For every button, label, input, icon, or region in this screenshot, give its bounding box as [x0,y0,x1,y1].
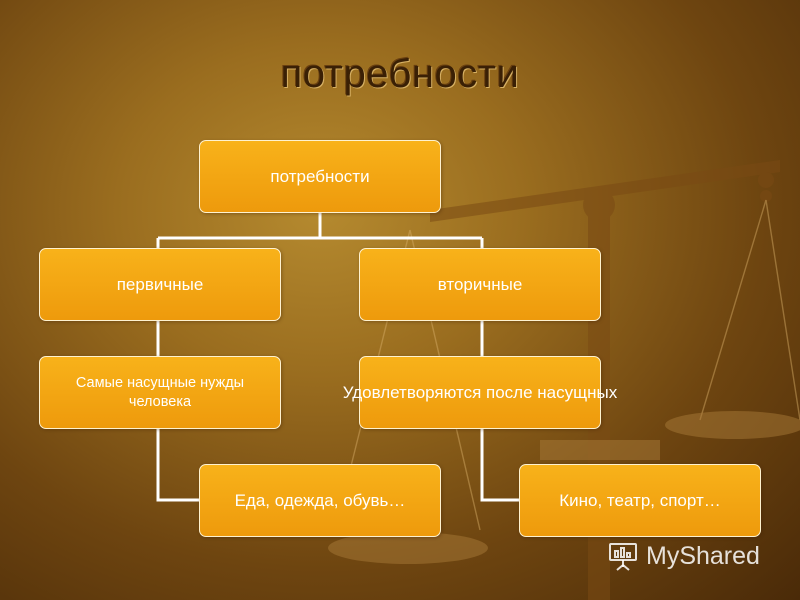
secondary-description-label: Удовлетворяются после насущных [342,383,618,402]
primary-description-label: Самые насущные нужды человека [75,374,245,410]
primary-description-node: Самые насущные нужды человека [39,356,281,429]
watermark-brand-text: MyShared [646,541,760,570]
root-node-label: потребности [270,166,370,186]
primary-node-label: первичные [116,274,204,294]
slide-title: потребности [280,52,520,96]
primary-examples-label: Еда, одежда, обувь… [234,490,406,510]
presentation-board-icon [609,543,637,571]
watermark-logo: MyShared [606,538,760,574]
primary-node: первичные [39,248,281,321]
secondary-examples-label: Кино, театр, спорт… [559,490,721,510]
secondary-node: вторичные [359,248,601,321]
primary-examples-node: Еда, одежда, обувь… [199,464,441,537]
secondary-description-node [359,356,601,429]
secondary-examples-node: Кино, театр, спорт… [519,464,761,537]
root-node: потребности [199,140,441,213]
secondary-node-label: вторичные [437,274,523,294]
